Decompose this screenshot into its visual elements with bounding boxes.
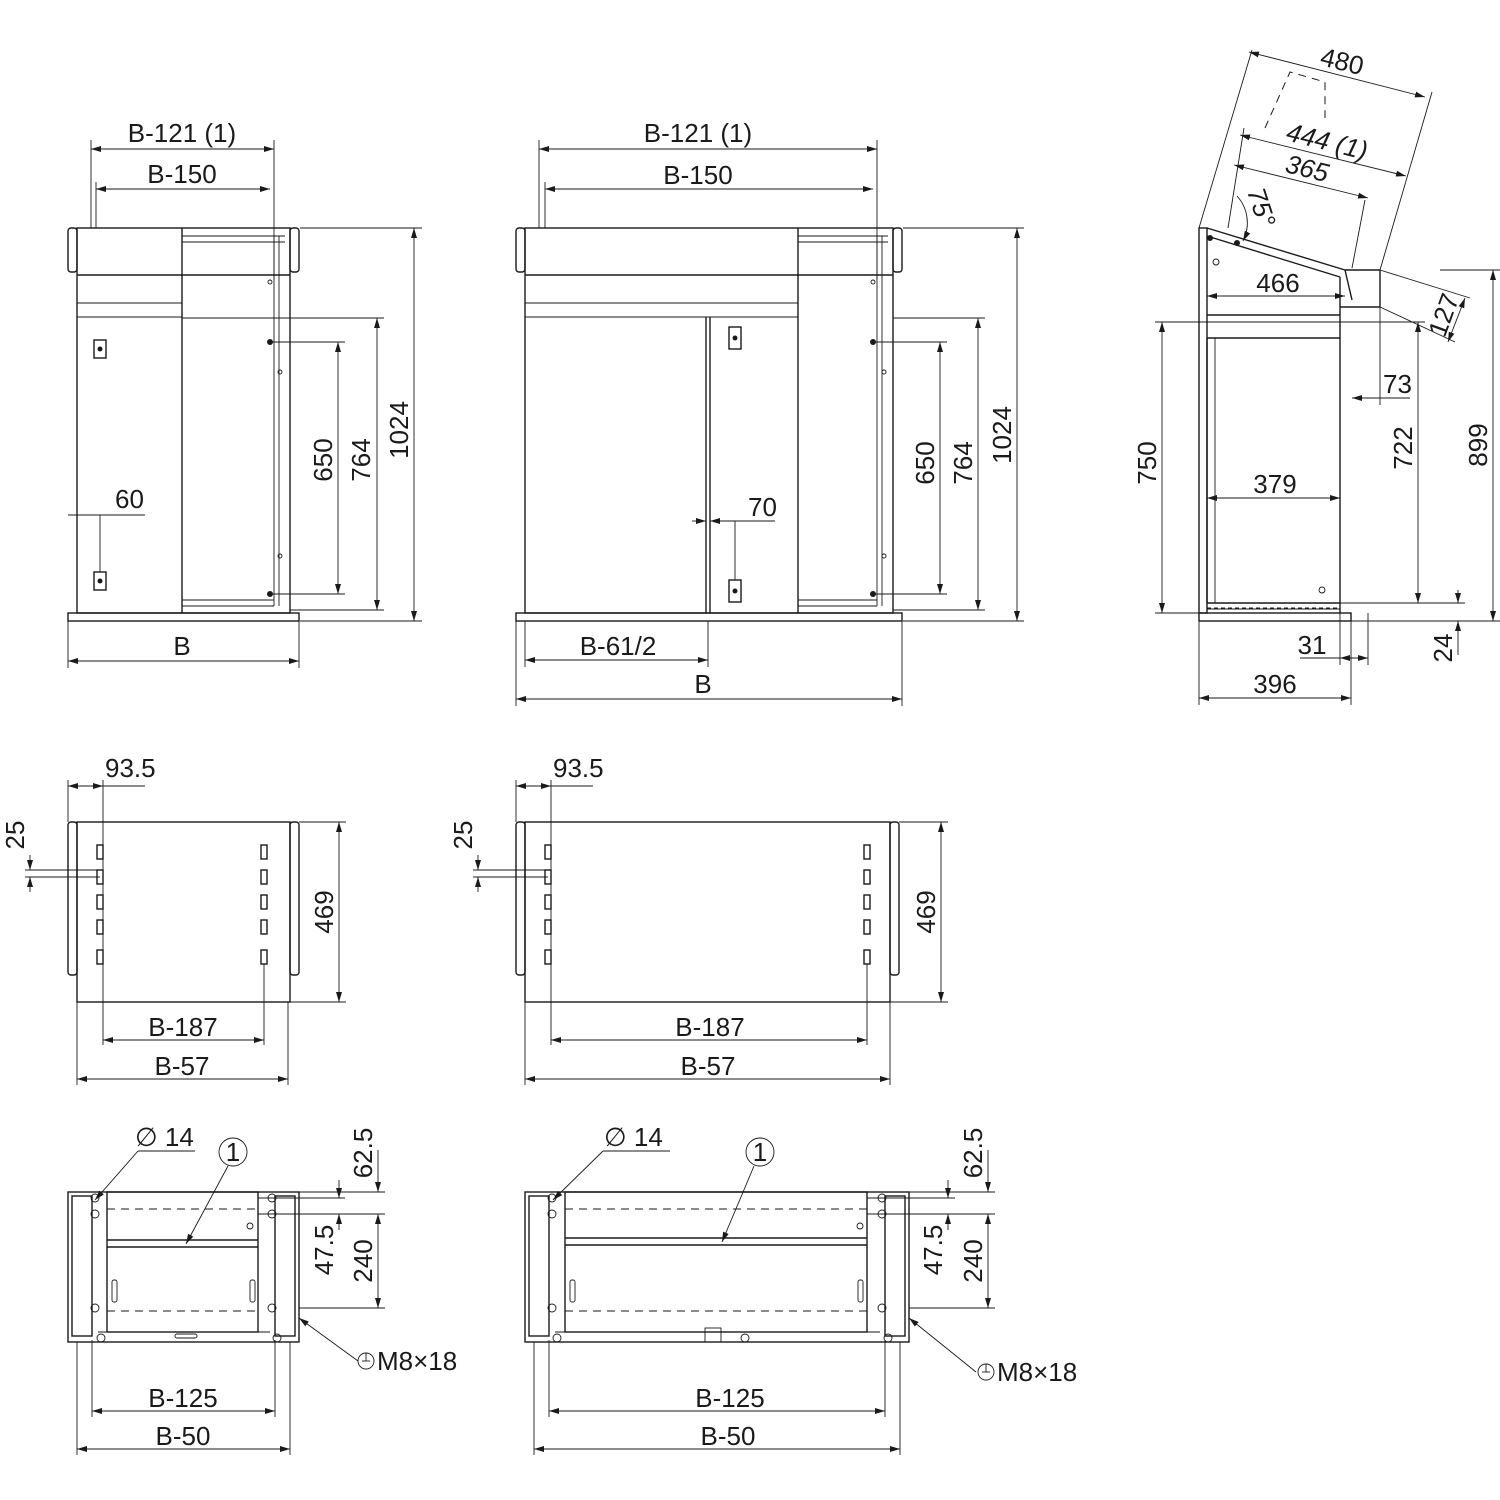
dim-25: 25 xyxy=(448,821,478,850)
callout-1: 1 xyxy=(226,1137,240,1167)
dim-650: 650 xyxy=(308,438,338,481)
dim-b61: B-61/2 xyxy=(580,631,657,661)
dim-475: 47.5 xyxy=(918,1225,948,1276)
slot-column-right xyxy=(260,844,268,965)
dim-b: B xyxy=(173,631,190,661)
dim-240: 240 xyxy=(348,1239,378,1282)
dim-b50: B-50 xyxy=(156,1421,211,1451)
dim-b50: B-50 xyxy=(701,1421,756,1451)
dim-1024: 1024 xyxy=(384,401,414,459)
dim-935: 93.5 xyxy=(105,753,156,783)
bottom-view-right: ∅ 14 1 62.5 240 47.5 M8×18 B-125 B-50 xyxy=(524,1122,1077,1455)
dim-480: 480 xyxy=(1317,41,1366,81)
dim-b150: B-150 xyxy=(147,159,216,189)
slot-column-right xyxy=(863,844,871,965)
top-view-right: 93.5 25 469 B-187 B-57 xyxy=(448,753,948,1085)
bottom-view-left: ∅ 14 1 62.5 240 47.5 M8×18 B-125 B-50 xyxy=(67,1122,457,1455)
dim-625: 62.5 xyxy=(958,1128,988,1179)
dim-650: 650 xyxy=(910,441,940,484)
dim-1024: 1024 xyxy=(987,406,1017,464)
dim-b121: B-121 (1) xyxy=(128,118,236,148)
dim-722: 722 xyxy=(1388,426,1418,469)
dim-935: 93.5 xyxy=(553,753,604,783)
dim-60: 60 xyxy=(115,484,144,514)
dim-24: 24 xyxy=(1428,634,1458,663)
dim-b125: B-125 xyxy=(148,1383,217,1413)
dim-25: 25 xyxy=(0,821,30,850)
dim-b187: B-187 xyxy=(148,1012,217,1042)
dim-764: 764 xyxy=(948,441,978,484)
dim-b187: B-187 xyxy=(675,1012,744,1042)
dim-dia14: ∅ 14 xyxy=(604,1122,663,1152)
dim-b125: B-125 xyxy=(695,1383,764,1413)
dim-240: 240 xyxy=(958,1239,988,1282)
dim-73: 73 xyxy=(1383,369,1412,399)
dim-750: 750 xyxy=(1132,441,1162,484)
dim-31: 31 xyxy=(1298,630,1327,660)
dim-b121: B-121 (1) xyxy=(644,118,752,148)
side-view: 480 444 (1) 365 75° 466 127 73 750 722 xyxy=(1132,41,1500,705)
earth-m8x18: M8×18 xyxy=(377,1346,457,1376)
dim-469: 469 xyxy=(911,890,941,933)
dim-475: 47.5 xyxy=(309,1225,339,1276)
dim-b150: B-150 xyxy=(663,160,732,190)
dim-dia14: ∅ 14 xyxy=(135,1122,194,1152)
dim-396: 396 xyxy=(1253,669,1296,699)
dim-379: 379 xyxy=(1253,469,1296,499)
callout-1: 1 xyxy=(753,1137,767,1167)
top-view-left: 93.5 25 469 B-187 B-57 xyxy=(0,753,346,1085)
dim-899: 899 xyxy=(1463,423,1493,466)
slot-column-left xyxy=(96,844,104,965)
dim-625: 62.5 xyxy=(348,1128,378,1179)
dim-70: 70 xyxy=(748,492,777,522)
front-view-right: B-121 (1) B-150 1024 764 650 70 B-61/2 xyxy=(515,118,1024,706)
earth-m8x18: M8×18 xyxy=(997,1357,1077,1387)
slot-column-left xyxy=(544,844,552,965)
dim-b: B xyxy=(694,669,711,699)
dim-466: 466 xyxy=(1256,268,1299,298)
dim-b57: B-57 xyxy=(155,1051,210,1081)
dim-b57: B-57 xyxy=(681,1051,736,1081)
dim-469: 469 xyxy=(309,890,339,933)
dim-127: 127 xyxy=(1422,289,1465,340)
front-view-left: B-121 (1) B-150 1024 764 650 60 B xyxy=(67,118,422,668)
dim-764: 764 xyxy=(346,438,376,481)
